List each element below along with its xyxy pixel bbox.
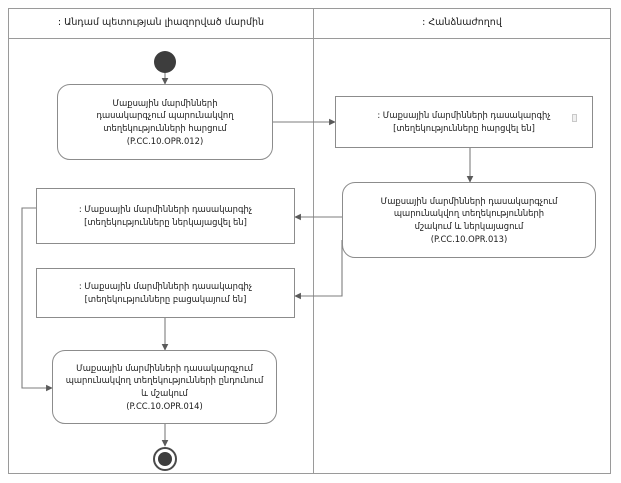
activity-node-opr-013-label: Մաքսային մարմինների դասակարգչում պարունա… bbox=[380, 195, 558, 244]
edge-opr013-to-object-absent bbox=[294, 240, 343, 300]
edge-object-presented-to-opr014 bbox=[21, 207, 53, 392]
final-node bbox=[153, 447, 177, 471]
activity-node-opr-014[interactable]: Մաքսային մարմինների դասակարգչում պարունա… bbox=[52, 350, 277, 424]
object-node-information-requested[interactable]: : Մաքսային մարմինների դասակարգիչ [տեղեկո… bbox=[335, 96, 593, 148]
activity-node-opr-012[interactable]: Մաքսային մարմինների դասակարգչում պարունա… bbox=[57, 84, 273, 160]
activity-node-opr-014-label: Մաքսային մարմինների դասակարգչում պարունա… bbox=[65, 362, 264, 411]
initial-node bbox=[154, 51, 176, 73]
swimlane-header-right: : Հանձնաժողով bbox=[422, 17, 502, 28]
object-node-information-absent-label: : Մաքսային մարմինների դասակարգիչ [տեղեկո… bbox=[78, 281, 253, 304]
swimlane-vertical-divider bbox=[313, 8, 314, 474]
object-node-information-absent[interactable]: : Մաքսային մարմինների դասակարգիչ [տեղեկո… bbox=[36, 268, 295, 318]
object-node-information-requested-label: : Մաքսային մարմինների դասակարգիչ [տեղեկո… bbox=[377, 110, 551, 133]
object-node-marker-icon bbox=[572, 114, 577, 122]
object-node-information-presented-label: : Մաքսային մարմինների դասակարգիչ [տեղեկո… bbox=[78, 204, 253, 227]
swimlane-header-left: : Անդամ պետության լիազորված մարմին bbox=[57, 17, 265, 28]
activity-node-opr-012-label: Մաքսային մարմինների դասակարգչում պարունա… bbox=[96, 97, 234, 146]
object-node-information-presented[interactable]: : Մաքսային մարմինների դասակարգիչ [տեղեկո… bbox=[36, 188, 295, 244]
swimlane-header-divider bbox=[8, 38, 611, 39]
activity-node-opr-013[interactable]: Մաքսային մարմինների դասակարգչում պարունա… bbox=[342, 182, 596, 258]
